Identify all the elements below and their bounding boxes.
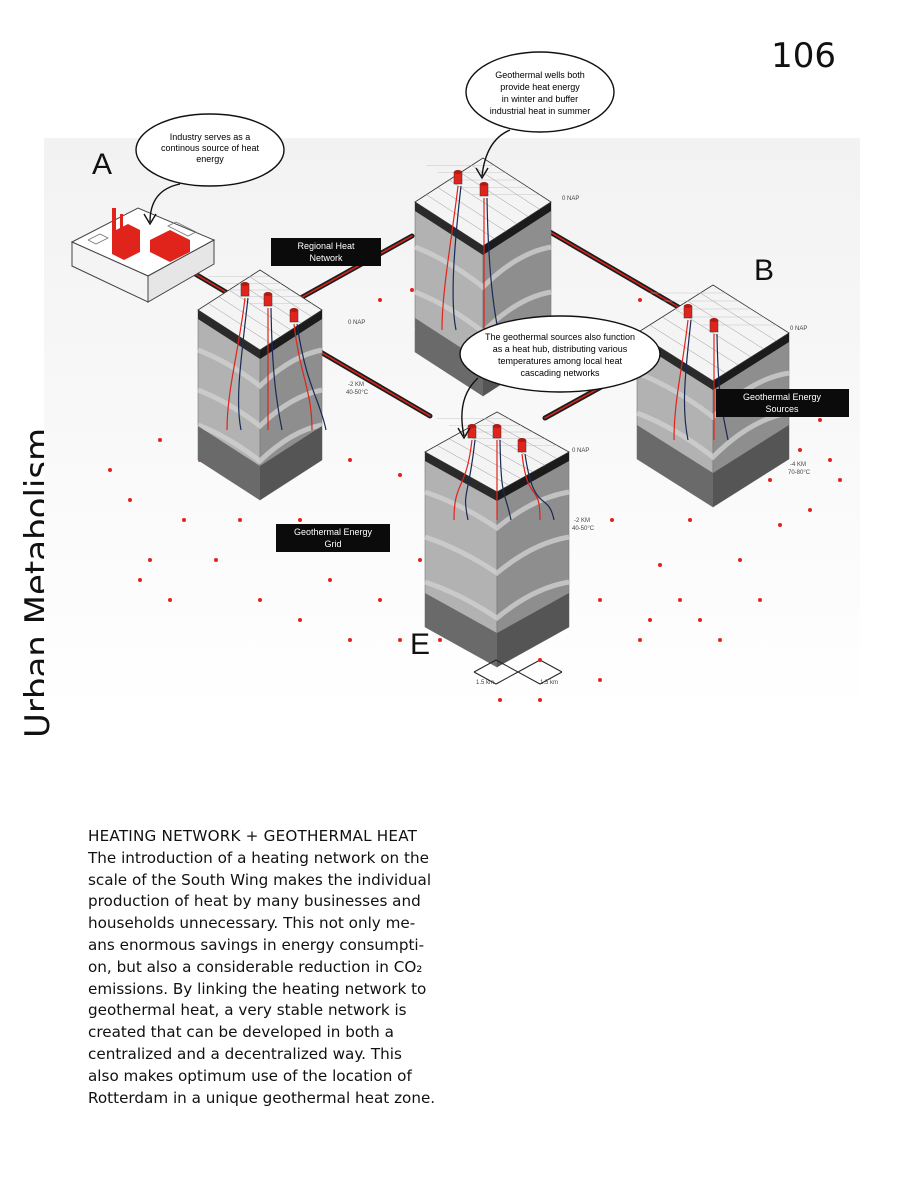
depth-km-b: -4 KM (790, 462, 806, 468)
label-regional-heat-network: Regional Heat Network (271, 238, 381, 266)
label-sources-line-1: Geothermal Energy (743, 392, 822, 402)
label-sources-line-2: Sources (765, 404, 799, 414)
grid-dot (688, 518, 692, 522)
grid-dot (258, 598, 262, 602)
caption: HEATING NETWORK + GEOTHERMAL HEAT The in… (88, 826, 468, 1109)
depth-nap-2: 0 NAP (348, 320, 365, 326)
well-head-cap (684, 304, 692, 308)
well-head-cap (290, 308, 298, 312)
grid-dot (418, 558, 422, 562)
grid-dot (438, 638, 442, 642)
callout-wells-line-1: Geothermal wells both (495, 70, 585, 80)
grid-dot (648, 618, 652, 622)
callout-wells-line-3: in winter and buffer (502, 94, 578, 104)
scale-left: 1.5 km (476, 680, 494, 686)
letter-a: A (92, 148, 112, 181)
grid-dot (808, 508, 812, 512)
grid-dot (348, 638, 352, 642)
grid-dot (378, 598, 382, 602)
caption-body: The introduction of a heating network on… (88, 848, 468, 1110)
letter-b: B (754, 254, 774, 287)
well-head-cap (264, 292, 272, 296)
well-head-cap (468, 424, 476, 428)
depth-temp-b: 70-80°C (788, 470, 811, 476)
label-regional-line-1: Regional Heat (297, 241, 355, 251)
grid-dot (610, 518, 614, 522)
depth-km-e: -2 KM (574, 518, 590, 524)
grid-dot (658, 563, 662, 567)
grid-dot (378, 298, 382, 302)
grid-dot (128, 498, 132, 502)
callout-hub-line-3: temperatures among local heat (498, 356, 623, 366)
callout-wells-line-2: provide heat energy (500, 82, 580, 92)
label-geothermal-energy-grid: Geothermal Energy Grid (276, 524, 390, 552)
grid-dot (148, 558, 152, 562)
letter-e: E (410, 628, 430, 661)
depth-km-a: -2 KM (348, 382, 364, 388)
grid-dot (838, 478, 842, 482)
grid-dot (108, 468, 112, 472)
callout-wells-line-4: industrial heat in summer (490, 106, 591, 116)
depth-nap-4: 0 NAP (572, 448, 589, 454)
depth-nap-1: 0 NAP (562, 196, 579, 202)
label-geothermal-energy-sources: Geothermal Energy Sources (716, 389, 849, 417)
grid-dot (718, 638, 722, 642)
label-grid-line-1: Geothermal Energy (294, 527, 373, 537)
geothermal-network-diagram: Industry serves as a continous source of… (0, 0, 908, 780)
grid-dot (214, 558, 218, 562)
geothermal-block-a (198, 270, 322, 500)
grid-dot (818, 418, 822, 422)
well-head-cap (480, 182, 488, 186)
grid-dot (738, 558, 742, 562)
grid-dot (758, 598, 762, 602)
grid-dot (348, 458, 352, 462)
grid-dot (828, 458, 832, 462)
depth-nap-3: 0 NAP (790, 326, 807, 332)
scale-right: 1.5 km (540, 680, 558, 686)
grid-dot (168, 598, 172, 602)
callout-hub-line-2: as a heat hub, distributing various (493, 344, 628, 354)
well-head-cap (710, 318, 718, 322)
grid-dot (498, 698, 502, 702)
well-head-cap (241, 282, 249, 286)
grid-dot (182, 518, 186, 522)
grid-dot (598, 678, 602, 682)
grid-dot (798, 448, 802, 452)
grid-dot (138, 578, 142, 582)
well-head-cap (518, 438, 526, 442)
caption-heading: HEATING NETWORK + GEOTHERMAL HEAT (88, 826, 468, 848)
grid-dot (538, 698, 542, 702)
label-grid-line-2: Grid (324, 539, 341, 549)
grid-dot (238, 518, 242, 522)
well-head-cap (454, 170, 462, 174)
grid-dot (328, 578, 332, 582)
grid-dot (298, 518, 302, 522)
grid-dot (638, 298, 642, 302)
callout-industry-line-3: energy (196, 154, 224, 164)
depth-temp-a: 40-50°C (346, 390, 369, 396)
grid-dot (778, 523, 782, 527)
depth-temp-e: 40-50°C (572, 526, 595, 532)
grid-dot (158, 438, 162, 442)
grid-dot (598, 598, 602, 602)
grid-dot (398, 638, 402, 642)
grid-dot (410, 288, 414, 292)
grid-dot (768, 478, 772, 482)
well-head-cap (493, 424, 501, 428)
grid-dot (698, 618, 702, 622)
callout-industry-line-2: continous source of heat (161, 143, 260, 153)
grid-dot (298, 618, 302, 622)
label-regional-line-2: Network (309, 253, 343, 263)
grid-dot (678, 598, 682, 602)
callout-hub-line-1: The geothermal sources also function (485, 332, 635, 342)
grid-dot (638, 638, 642, 642)
grid-dot (398, 473, 402, 477)
callout-industry-line-1: Industry serves as a (170, 132, 251, 142)
callout-hub-line-4: cascading networks (520, 368, 600, 378)
